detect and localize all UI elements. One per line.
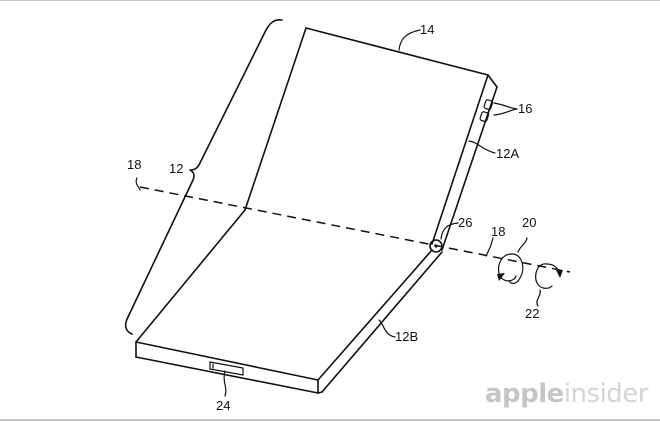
hinge-icon [429,239,443,253]
label-20: 20 [522,215,536,230]
label-12B: 12B [395,329,418,344]
appleinsider-watermark: appleinsider [485,379,649,409]
button-icon [479,111,490,123]
label-22: 22 [525,306,539,321]
lower-panel [135,209,443,394]
watermark-apple: apple [485,379,564,409]
label-18-right: 18 [491,224,505,239]
fold-axis [139,186,571,273]
label-16: 16 [518,101,532,116]
label-14: 14 [420,22,434,37]
label-24: 24 [216,398,230,413]
label-26: 26 [458,215,472,230]
label-12: 12 [169,161,183,176]
upper-panel [244,27,498,251]
port-icon [209,361,244,376]
bottom-border [0,419,660,421]
label-12A: 12A [496,146,519,161]
watermark-insider: insider [563,379,649,409]
button-icon [483,99,494,111]
rotation-arrow-22 [535,263,553,289]
bracket-12 [124,19,283,335]
top-border [0,0,660,1]
label-18-left: 18 [127,157,141,172]
